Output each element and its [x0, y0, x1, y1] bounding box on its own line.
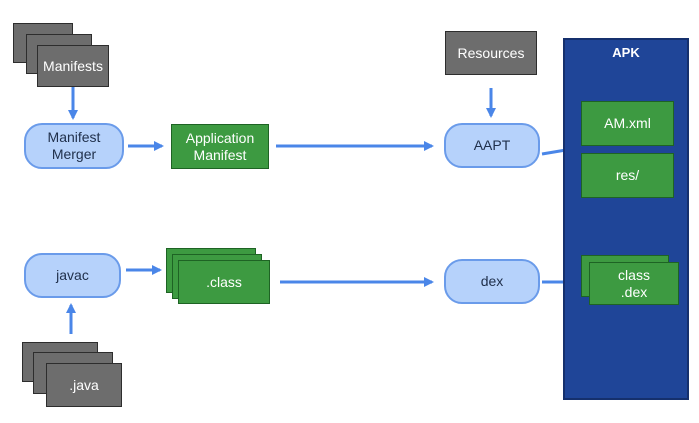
manifests-label: Manifests [43, 57, 103, 74]
manifest-merger-label: Manifest Merger [47, 129, 101, 162]
apk-title: APK [612, 44, 640, 60]
application-manifest-node: Application Manifest [171, 124, 269, 169]
res-node: res/ [581, 153, 674, 198]
manifests-file: Manifests [37, 45, 109, 87]
class-dex-node: class .dex [589, 262, 679, 305]
class-file-node: .class [178, 260, 270, 304]
dex-label: dex [480, 273, 504, 290]
aapt-label: AAPT [473, 137, 511, 154]
java-file-label: .java [69, 376, 99, 393]
resources-node: Resources [445, 31, 537, 75]
res-label: res/ [615, 167, 640, 184]
javac-node: javac [24, 253, 121, 298]
java-file-node: .java [46, 363, 122, 407]
dex-node: dex [444, 259, 540, 304]
apk-container [563, 38, 689, 400]
class-dex-label: class .dex [618, 266, 650, 300]
javac-label: javac [56, 267, 89, 284]
am-xml-label: AM.xml [604, 115, 651, 132]
aapt-node: AAPT [444, 123, 540, 168]
application-manifest-label: Application Manifest [185, 129, 255, 163]
manifest-merger-node: Manifest Merger [24, 123, 124, 169]
class-file-label: .class [206, 273, 242, 290]
am-xml-node: AM.xml [581, 101, 674, 146]
resources-label: Resources [457, 44, 525, 61]
